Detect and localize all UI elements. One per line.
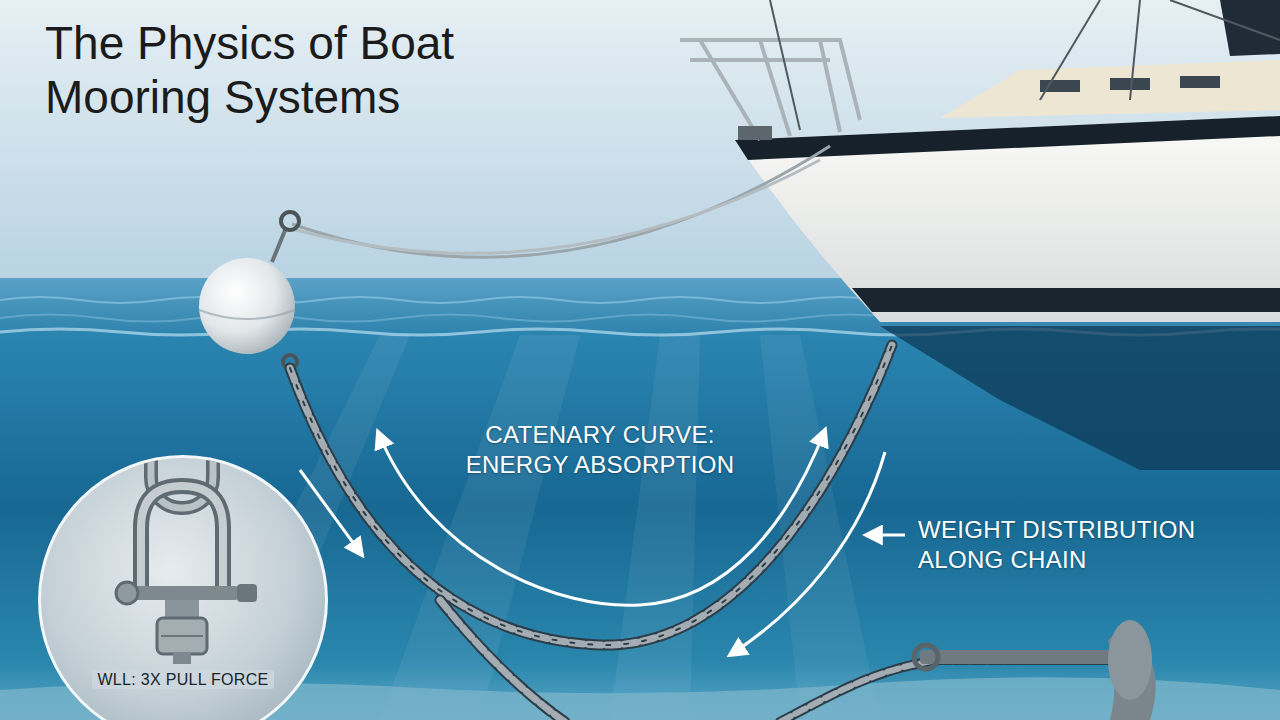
inset-caption: WLL: 3X PULL FORCE [41, 670, 325, 690]
detail-inset-circle: WLL: 3X PULL FORCE [38, 455, 328, 720]
inset-caption-text: WLL: 3X PULL FORCE [92, 670, 273, 689]
callout-label: WEIGHT DISTRIBUTION ALONG CHAIN [918, 515, 1248, 575]
callout-label: CATENARY CURVE: ENERGY ABSORPTION [440, 420, 760, 480]
diagram-title: The Physics of Boat Mooring Systems [45, 16, 565, 124]
